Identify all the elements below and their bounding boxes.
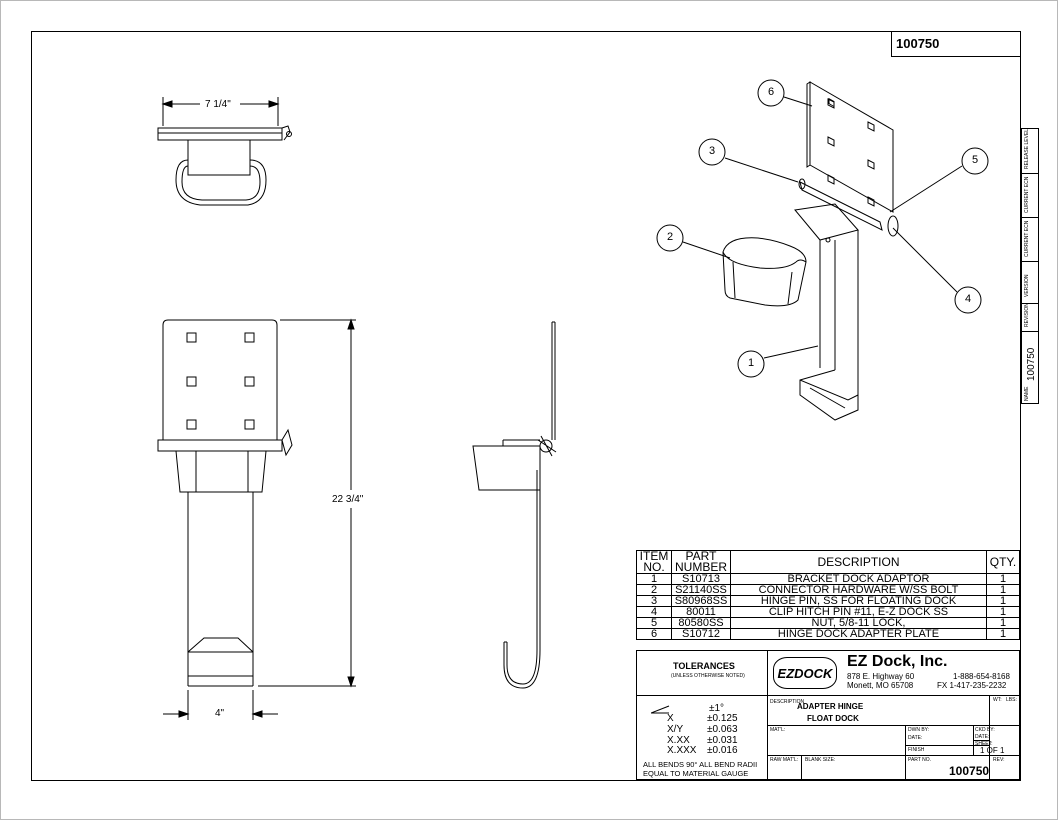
rev-label: REV: (993, 757, 1005, 763)
company-fax: FX 1-417-235-2232 (937, 681, 1007, 690)
bend-note-line2: EQUAL TO MATERIAL GAUGE (643, 769, 749, 778)
balloon-number: 2 (667, 231, 674, 243)
tolerance-label: X/Y (667, 724, 684, 735)
matl-label: MAT'L: (770, 727, 786, 733)
bom-description: BRACKET DOCK ADAPTOR (730, 573, 987, 585)
lbs-label: LBS: (1006, 697, 1017, 703)
sheet-label: SHEET: (975, 741, 993, 747)
tolerance-value: ±0.125 (707, 713, 738, 724)
table-row: 1 S10713 BRACKET DOCK ADAPTOR 1 (636, 573, 1020, 585)
balloon-number: 6 (768, 86, 775, 98)
dimension-top-width: 7 1/4" (205, 99, 231, 110)
bom-header-row: ITEM NO. PART NUMBER DESCRIPTION QTY. (636, 550, 1020, 574)
raw-matl-label: RAW MAT'L: (770, 757, 799, 763)
table-row: 2 S21140SS CONNECTOR HARDWARE W/SS BOLT … (636, 584, 1020, 596)
bom-qty: 1 (986, 573, 1020, 585)
bom-part: 80011 (671, 606, 731, 618)
bom-part: S10713 (671, 573, 731, 585)
bom-qty: 1 (986, 606, 1020, 618)
tolerance-value: ±1° (709, 703, 725, 714)
part-no-value: 100750 (949, 764, 990, 778)
tolerance-value: ±0.016 (707, 745, 738, 756)
dimension-bottom-width: 4" (215, 708, 225, 719)
bom-description: NUT, 5/8-11 LOCK, (730, 617, 987, 629)
date-label: DATE: (908, 735, 923, 741)
company-address1: 878 E. Highway 60 (847, 672, 915, 681)
drawing-border (31, 31, 1021, 781)
blank-size-label: BLANK SIZE: (805, 757, 836, 763)
company-address2: Monett, MO 65708 (847, 681, 914, 690)
ckd-by-label: CKD BY: (975, 727, 995, 733)
table-row: 3 S80968SS HINGE PIN, SS FOR FLOATING DO… (636, 595, 1020, 607)
bom-qty: 1 (986, 628, 1020, 640)
title-block: TOLERANCES (UNLESS OTHERWISE NOTED) ±1° … (636, 650, 1020, 780)
tolerance-label: X.XXX (667, 745, 697, 756)
sheet-value: 1 OF 1 (980, 746, 1005, 755)
table-row: 4 80011 CLIP HITCH PIN #11, E-Z DOCK SS … (636, 606, 1020, 618)
bom-item: 2 (636, 584, 672, 596)
tolerances-heading: TOLERANCES (673, 661, 735, 671)
bill-of-materials-table: ITEM NO. PART NUMBER DESCRIPTION QTY. 1 … (636, 550, 1020, 640)
balloon-number: 1 (748, 357, 755, 369)
bom-part: 80580SS (671, 617, 731, 629)
bom-item: 1 (636, 573, 672, 585)
bom-part: S10712 (671, 628, 731, 640)
ez-dock-logo: EZDOCK (773, 657, 837, 689)
angle-symbol-icon (651, 705, 670, 714)
balloons (656, 79, 989, 378)
part-number-box: 100750 (891, 31, 1021, 57)
balloon-number: 4 (965, 293, 972, 305)
dwn-by-label: DWN BY: (908, 727, 930, 733)
top-view (157, 97, 292, 206)
table-row: 6 S10712 HINGE DOCK ADAPTER PLATE 1 (636, 628, 1020, 640)
tolerance-value: ±0.063 (707, 724, 738, 735)
balloon-number: 3 (709, 145, 716, 157)
bom-description: HINGE PIN, SS FOR FLOATING DOCK (730, 595, 987, 607)
bom-header-qty: QTY. (986, 550, 1020, 574)
bom-qty: 1 (986, 595, 1020, 607)
isometric-view (722, 81, 899, 421)
tolerances-subheading: (UNLESS OTHERWISE NOTED) (671, 673, 745, 679)
tolerance-label: X.XX (667, 735, 690, 746)
wt-label: WT: (993, 697, 1002, 703)
balloon-number: 5 (972, 154, 979, 166)
bom-qty: 1 (986, 617, 1020, 629)
tolerance-value: ±0.031 (707, 735, 738, 746)
bom-part: S80968SS (671, 595, 731, 607)
description-line2: FLOAT DOCK (807, 714, 859, 723)
bom-item: 3 (636, 595, 672, 607)
bom-description: HINGE DOCK ADAPTER PLATE (730, 628, 987, 640)
bom-header-part: PART NUMBER (671, 550, 731, 574)
description-label: DESCRIPTION (770, 699, 805, 705)
bom-item: 6 (636, 628, 672, 640)
tolerance-label: X (667, 713, 674, 724)
bom-description: CLIP HITCH PIN #11, E-Z DOCK SS (730, 606, 987, 618)
bom-part: S21140SS (671, 584, 731, 596)
bom-header-description: DESCRIPTION (730, 550, 987, 574)
dimension-height: 22 3/4" (332, 494, 364, 505)
table-row: 5 80580SS NUT, 5/8-11 LOCK, 1 (636, 617, 1020, 629)
front-view (157, 318, 356, 720)
description-line1: ADAPTER HINGE (797, 702, 864, 711)
side-view (472, 321, 557, 689)
finish-label: FINISH (908, 747, 925, 753)
bom-qty: 1 (986, 584, 1020, 596)
bom-item: 4 (636, 606, 672, 618)
bend-note-line1: ALL BENDS 90° ALL BEND RADII (643, 760, 758, 769)
bom-description: CONNECTOR HARDWARE W/SS BOLT (730, 584, 987, 596)
part-no-label: PART NO. (908, 757, 932, 763)
revision-side-tab: RELEASE LEVEL CURRENT ECN CURRENT ECN VE… (1021, 128, 1039, 404)
company-name: EZ Dock, Inc. (847, 653, 948, 670)
date-label: DATE: (975, 734, 990, 740)
bom-header-item: ITEM NO. (636, 550, 672, 574)
company-phone: 1-888-654-8168 (953, 672, 1010, 681)
bom-item: 5 (636, 617, 672, 629)
